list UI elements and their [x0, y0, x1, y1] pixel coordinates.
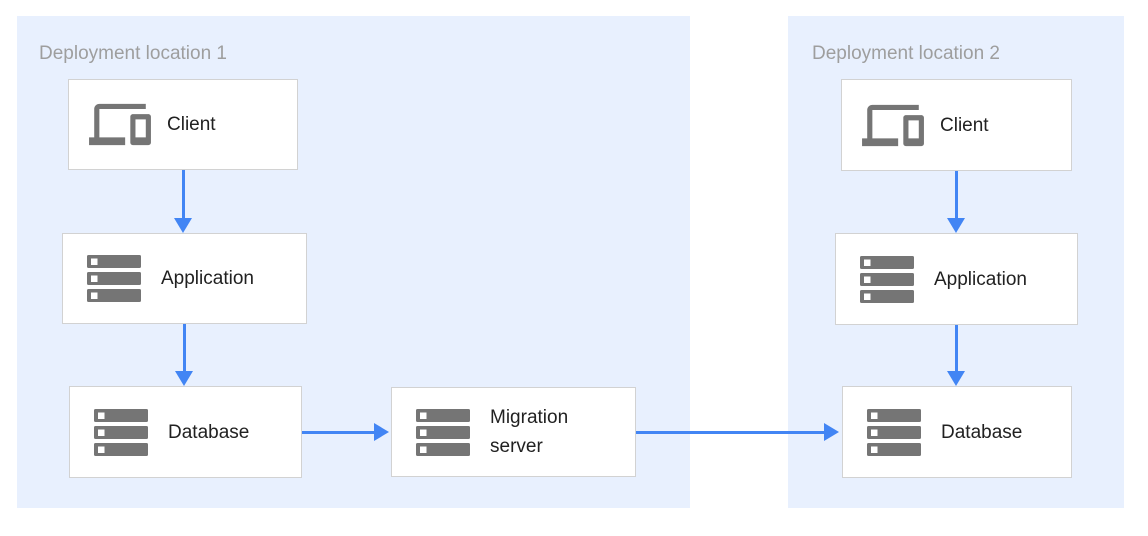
- node-client-1: Client: [68, 79, 298, 170]
- node-label: Database: [941, 421, 1023, 443]
- arrow-application1-to-database1: [175, 324, 193, 386]
- server-stack-icon: [83, 255, 145, 302]
- node-migration-server: Migration server: [391, 387, 636, 477]
- arrow-head-icon: [824, 423, 839, 441]
- arrow-head-icon: [175, 371, 193, 386]
- node-application-2: Application: [835, 233, 1078, 325]
- arrow-shaft: [182, 324, 186, 373]
- node-label: Migration server: [490, 407, 569, 457]
- arrow-client2-to-application2: [947, 171, 965, 233]
- arrow-application2-to-database2: [947, 325, 965, 386]
- node-label: Application: [161, 268, 254, 289]
- server-stack-icon: [856, 255, 918, 303]
- arrow-shaft: [636, 430, 826, 434]
- arrow-head-icon: [174, 218, 192, 233]
- arrow-shaft: [181, 170, 185, 220]
- node-application-1: Application: [62, 233, 307, 324]
- server-stack-icon: [412, 408, 474, 456]
- arrow-shaft: [954, 325, 958, 373]
- node-database-1: Database: [69, 386, 302, 478]
- node-database-2: Database: [842, 386, 1072, 478]
- devices-icon: [862, 101, 924, 150]
- server-stack-icon: [863, 408, 925, 456]
- node-label: Client: [940, 114, 989, 136]
- arrow-head-icon: [947, 218, 965, 233]
- node-label: Application: [934, 268, 1027, 290]
- panel-title: Deployment location 1: [39, 43, 227, 64]
- arrow-head-icon: [947, 371, 965, 386]
- arrow-client1-to-application1: [174, 170, 192, 233]
- arrow-database1-to-migration-server: [302, 423, 389, 441]
- node-label: Client: [167, 114, 216, 135]
- panel-title: Deployment location 2: [812, 43, 1000, 64]
- arrow-shaft: [302, 430, 376, 434]
- server-stack-icon: [90, 408, 152, 456]
- devices-icon: [89, 100, 151, 149]
- node-client-2: Client: [841, 79, 1072, 171]
- node-label: Database: [168, 421, 250, 443]
- arrow-migration-server-to-database2: [636, 423, 839, 441]
- arrow-head-icon: [374, 423, 389, 441]
- arrow-shaft: [954, 171, 958, 220]
